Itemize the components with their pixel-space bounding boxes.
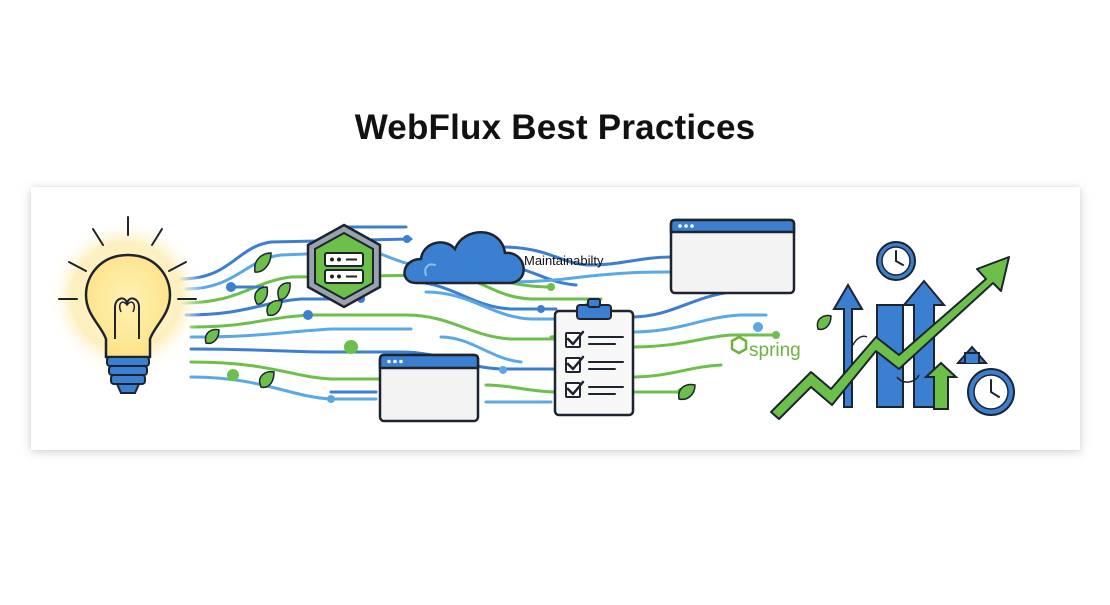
checklist-clipboard-icon — [553, 298, 635, 417]
clock-icon — [967, 368, 1015, 416]
page-title: WebFlux Best Practices — [354, 108, 756, 147]
bar-chart-icon — [832, 279, 989, 410]
cloud-icon — [403, 231, 525, 285]
lightbulb-icon — [48, 216, 204, 394]
leaf-icon — [204, 252, 832, 401]
spring-label: spring — [749, 340, 801, 361]
maintainability-label: Maintainabilty — [524, 253, 604, 268]
server-icon — [306, 223, 382, 309]
illustration-svg: Maintainabilty — [48, 216, 1015, 423]
spring-logo-icon — [730, 335, 748, 355]
browser-window-icon — [378, 353, 480, 423]
clock-icon — [876, 241, 916, 281]
browser-window-icon — [669, 218, 796, 295]
illustration-banner: Maintainabilty — [31, 187, 1080, 450]
growth-arrow-icon — [770, 256, 1010, 420]
